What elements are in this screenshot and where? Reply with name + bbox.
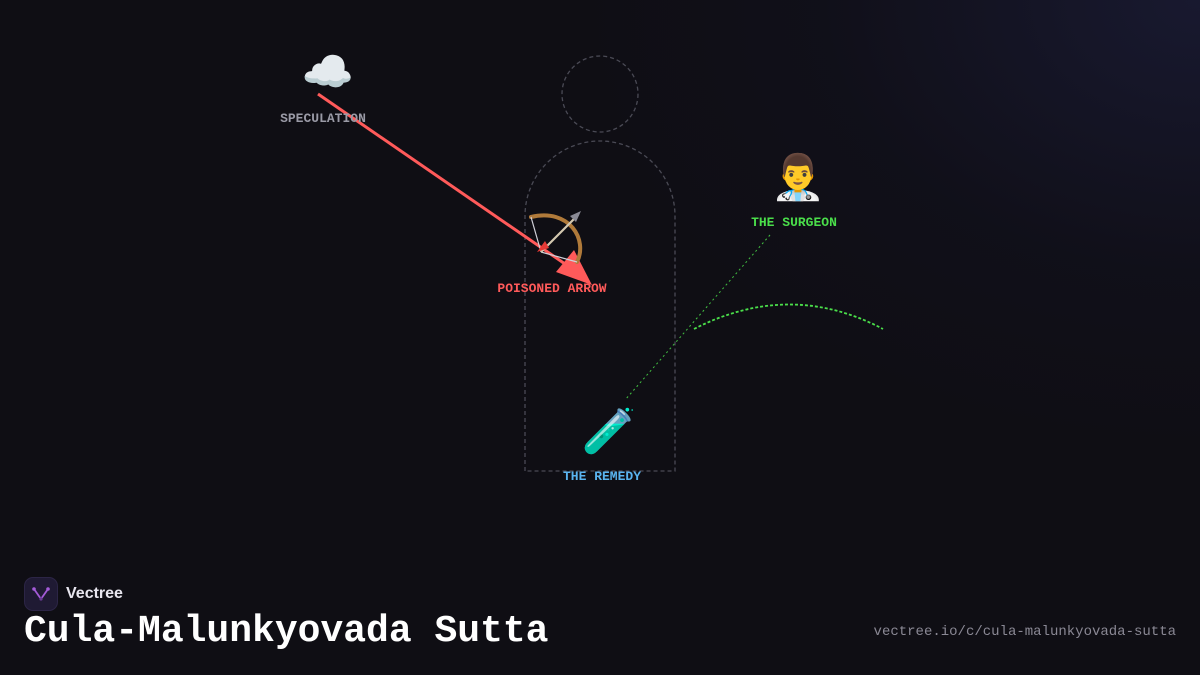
remedy-label: THE REMEDY: [563, 469, 641, 484]
poisoned-arrow-label: POISONED ARROW: [497, 281, 606, 296]
test-tube-icon: 🧪: [582, 406, 637, 457]
surgeon-remedy-link: [624, 234, 771, 401]
brand-name: Vectree: [66, 585, 123, 602]
page-url: vectree.io/c/cula-malunkyovada-sutta: [873, 624, 1176, 640]
speculation-arrow-link: [317, 92, 569, 268]
page-title: Cula-Malunkyovada Sutta: [24, 610, 549, 653]
brand: Vectree: [24, 577, 123, 611]
surgeon-label: THE SURGEON: [751, 215, 837, 230]
surgeon-arc: [693, 303, 884, 330]
vectree-logo-icon: [24, 577, 58, 611]
person-silhouette: [524, 55, 676, 472]
surgeon-icon: 👨‍⚕️: [771, 152, 826, 203]
speculation-label: SPECULATION: [280, 111, 366, 126]
bow-and-arrow-icon: [529, 211, 583, 264]
cloud-icon: ☁️: [302, 47, 354, 96]
silhouette-head: [561, 55, 639, 133]
speculation-arrow-head: [556, 250, 592, 285]
